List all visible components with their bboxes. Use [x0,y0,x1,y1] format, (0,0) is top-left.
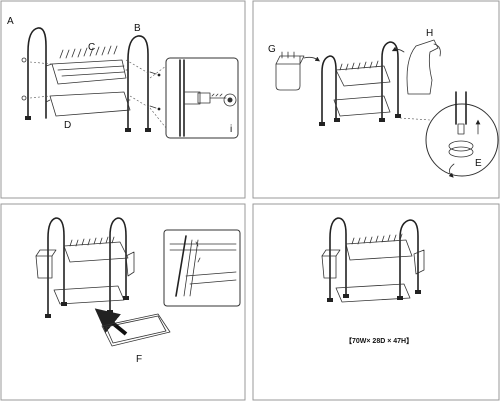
cutlery-holder-g [275,51,320,91]
screw-detail-i [149,57,239,139]
hook-h [391,39,441,95]
label-e: E [475,158,482,169]
adjustable-foot-detail-e [399,91,499,178]
step-4-panel: 【70W× 28D × 47H】 [252,203,500,401]
side-frame-b [127,35,149,131]
step-1-panel: A B C D i [0,0,246,199]
step-2-panel: G H E [252,0,500,199]
upper-dish-rack-c [45,45,129,85]
dimensions-label: 【70W× 28D × 47H】 [345,337,413,345]
label-c: C [88,42,95,53]
label-i: i [230,124,232,135]
label-a: A [7,16,14,27]
finished-rack [321,217,425,303]
label-f: F [136,354,142,365]
step-3-panel: F [0,203,246,401]
step-4-frame [252,203,500,401]
side-frame-a [27,27,47,119]
assembled-rack-step-2 [319,41,401,126]
label-h: H [426,28,433,39]
label-g: G [268,44,276,55]
label-d: D [64,120,71,131]
drip-tray-f [101,313,171,347]
lower-rack-d [45,91,131,117]
label-b: B [134,23,141,34]
tray-detail-inset [163,229,241,307]
